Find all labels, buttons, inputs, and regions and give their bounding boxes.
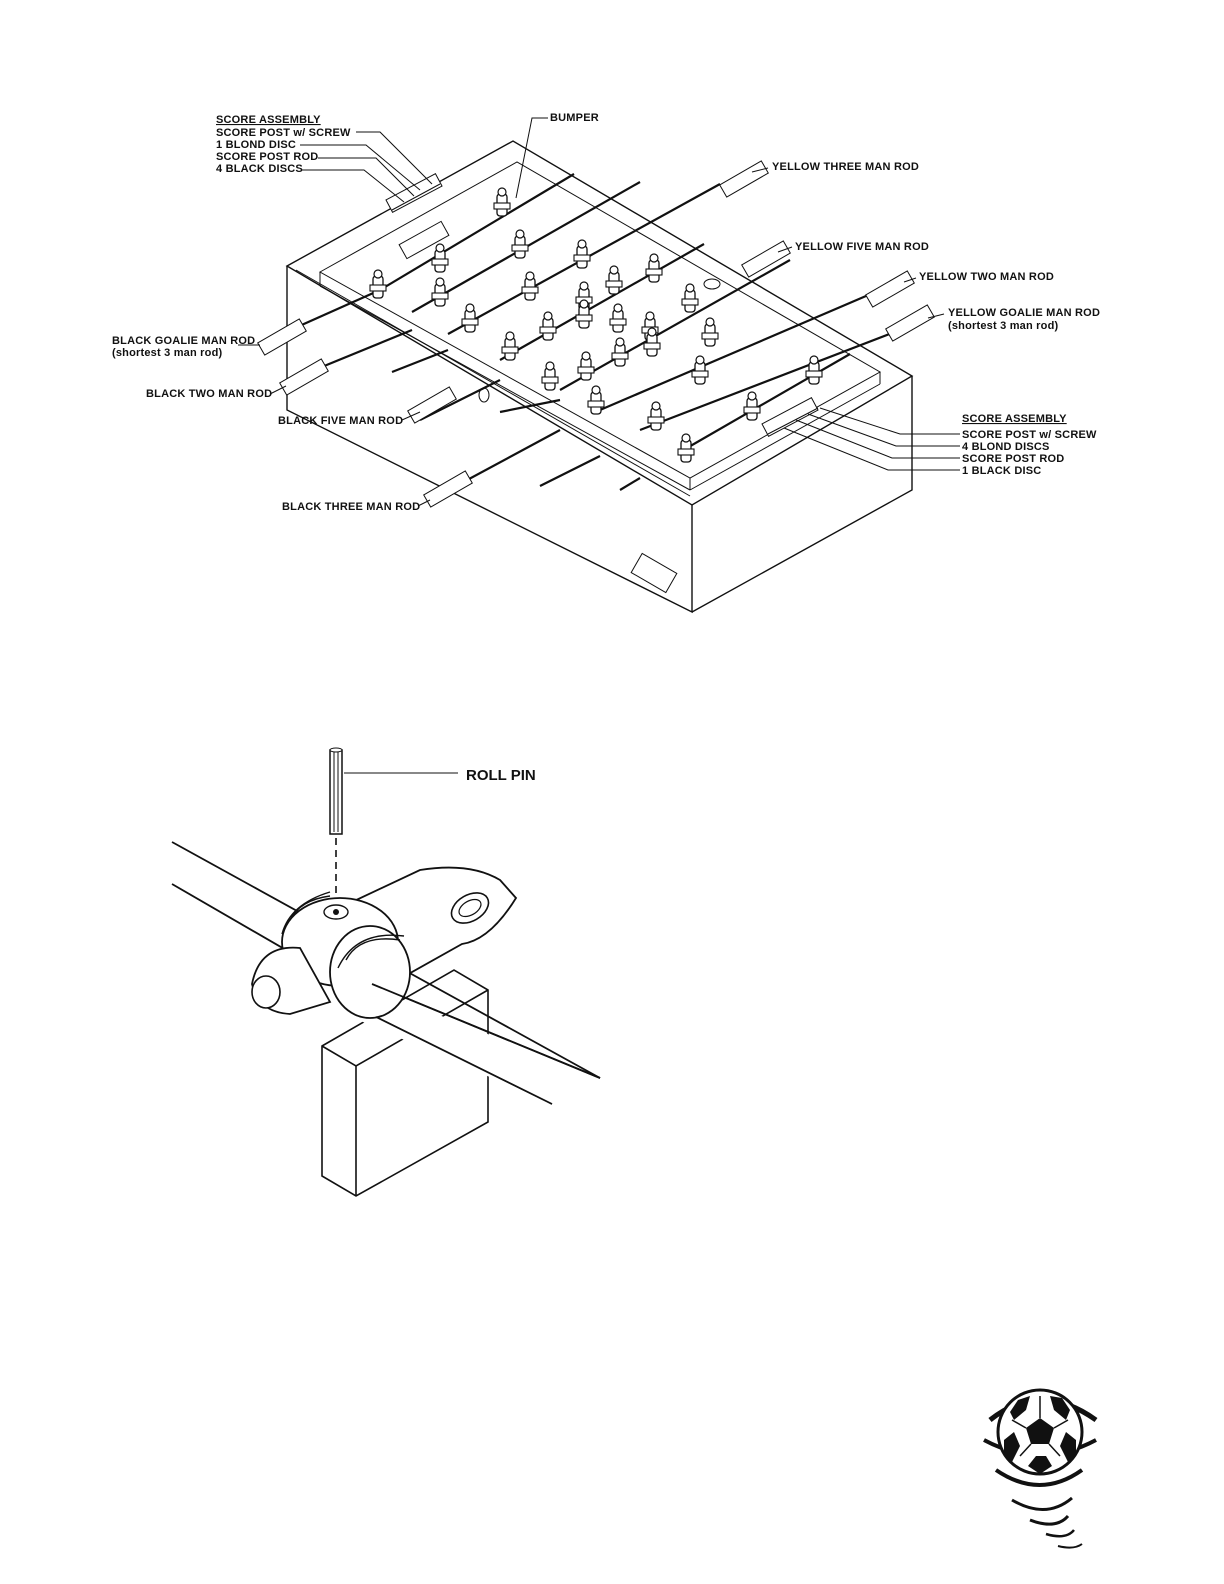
- score-assembly-bottom-item: 4 BLOND DISCS: [962, 441, 1050, 453]
- soccer-ball: [996, 1388, 1084, 1476]
- player-figure: [541, 361, 559, 391]
- yellow-three-handle: [719, 160, 769, 198]
- black-three-handle: [423, 470, 473, 508]
- score-assembly-top-item: SCORE POST w/ SCREW: [216, 127, 351, 139]
- black-five-man-rod-label: BLACK FIVE MAN ROD: [278, 415, 403, 427]
- yellow-goalie-handle: [885, 304, 935, 342]
- yellow-two-man-rod-label: YELLOW TWO MAN ROD: [919, 271, 1054, 283]
- player-figure: [677, 433, 695, 463]
- player-figure: [643, 327, 661, 357]
- leader-lines: [238, 117, 960, 507]
- black-five-handle: [407, 386, 457, 424]
- black-rods: [257, 288, 641, 508]
- foosball-table-diagram: SCORE ASSEMBLY SCORE POST w/ SCREW 1 BLO…: [112, 112, 1100, 614]
- yellow-goalie-man-rod-label: YELLOW GOALIE MAN ROD: [948, 307, 1100, 319]
- player-figure: [609, 303, 627, 333]
- score-assembly-top-heading: SCORE ASSEMBLY: [216, 114, 321, 126]
- player-figure: [431, 277, 449, 307]
- player-figure: [605, 265, 623, 295]
- player-figure: [511, 229, 529, 259]
- player-figure: [645, 253, 663, 283]
- player-figure: [461, 303, 479, 333]
- yellow-three-man-rod-label: YELLOW THREE MAN ROD: [772, 161, 919, 173]
- score-assembly-bottom-part: [761, 396, 819, 438]
- yellow-rods: [379, 160, 935, 453]
- player-figure: [369, 269, 387, 299]
- black-two-handle: [279, 358, 329, 396]
- black-goalie-note: (shortest 3 man rod): [112, 347, 222, 359]
- score-assembly-bottom-item: SCORE POST ROD: [962, 453, 1064, 465]
- player-figure: [805, 355, 823, 385]
- yellow-two-handle: [865, 270, 915, 308]
- score-assembly-top-part: [385, 172, 443, 214]
- score-assembly-bottom-item: SCORE POST w/ SCREW: [962, 429, 1097, 441]
- black-two-man-rod-label: BLACK TWO MAN ROD: [146, 388, 272, 400]
- bearing-block: [321, 969, 489, 1197]
- score-assembly-bottom-heading: SCORE ASSEMBLY: [962, 413, 1067, 425]
- player-figure: [647, 401, 665, 431]
- yellow-five-handle: [741, 240, 791, 278]
- player-figure: [577, 351, 595, 381]
- player-figure: [493, 187, 511, 217]
- player-figure: [681, 283, 699, 313]
- score-assembly-bottom-labels: SCORE ASSEMBLY SCORE POST w/ SCREW 4 BLO…: [962, 413, 1097, 477]
- score-assembly-top-labels: SCORE ASSEMBLY SCORE POST w/ SCREW 1 BLO…: [216, 114, 351, 175]
- tornado-swirl: [983, 1397, 1098, 1549]
- player-figure: [431, 243, 449, 273]
- roll-pin: [329, 747, 343, 835]
- player-figure: [539, 311, 557, 341]
- player-figure: [587, 385, 605, 415]
- player-figure: [575, 299, 593, 329]
- score-assembly-top-item: 4 BLACK DISCS: [216, 163, 303, 175]
- player-figure: [521, 271, 539, 301]
- player-rod: [171, 841, 601, 1105]
- player-man-body: [251, 866, 518, 1019]
- score-assembly-bottom-item: 1 BLACK DISC: [962, 465, 1041, 477]
- black-goalie-handle: [257, 318, 307, 356]
- player-figure: [501, 331, 519, 361]
- player-figure: [573, 239, 591, 269]
- player-figure: [701, 317, 719, 347]
- bumper-label: BUMPER: [550, 112, 599, 124]
- black-goalie-man-rod-label: BLACK GOALIE MAN ROD: [112, 335, 255, 347]
- yellow-goalie-note: (shortest 3 man rod): [948, 320, 1058, 332]
- player-figures: [369, 187, 823, 463]
- score-assembly-top-item: 1 BLOND DISC: [216, 139, 296, 151]
- player-figure: [611, 337, 629, 367]
- score-assembly-top-item: SCORE POST ROD: [216, 151, 318, 163]
- player-figure: [743, 391, 761, 421]
- black-three-man-rod-label: BLACK THREE MAN ROD: [282, 501, 420, 513]
- roll-pin-label: ROLL PIN: [466, 767, 536, 784]
- yellow-five-man-rod-label: YELLOW FIVE MAN ROD: [795, 241, 929, 253]
- player-figure: [691, 355, 709, 385]
